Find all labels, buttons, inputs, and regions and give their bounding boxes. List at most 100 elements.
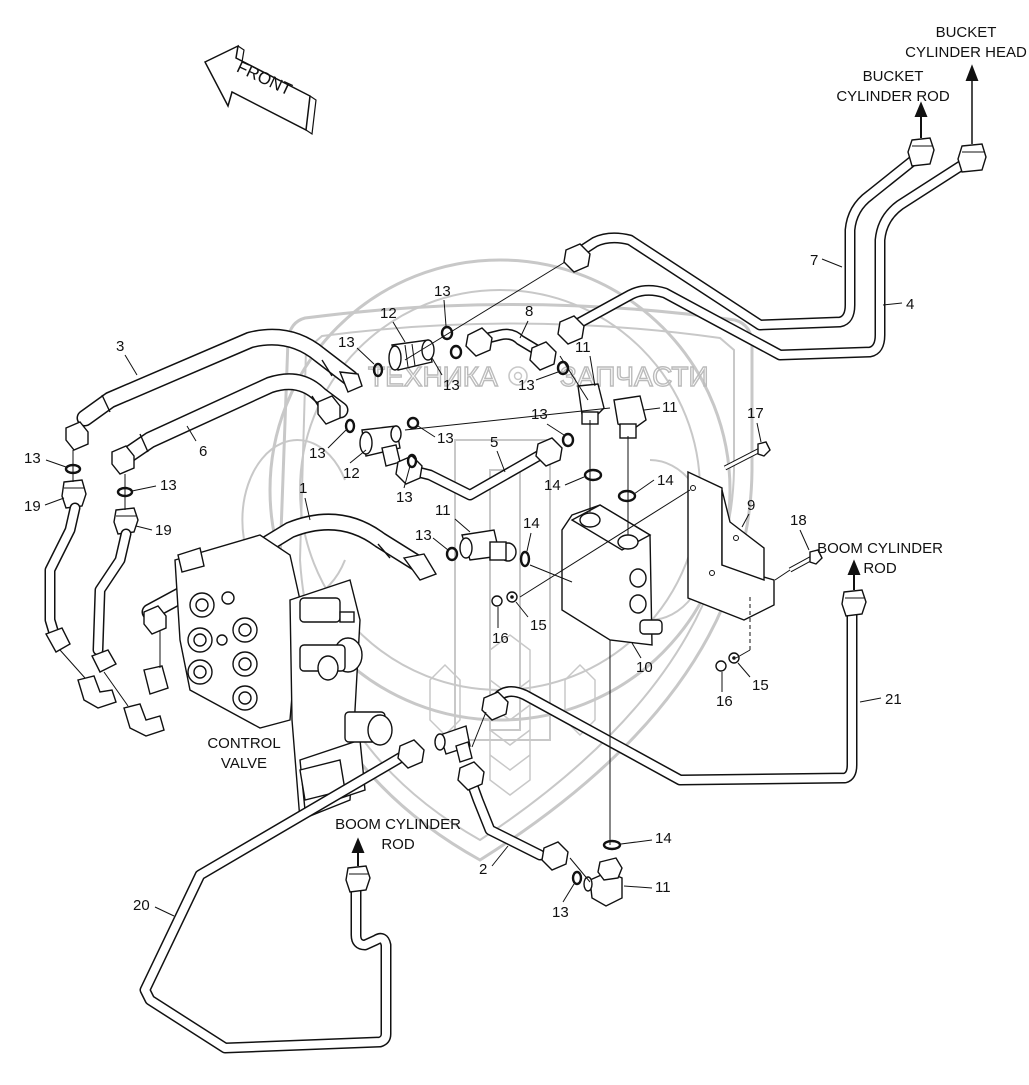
fitting-bucket-rod	[907, 137, 935, 167]
svg-text:BUCKET: BUCKET	[936, 24, 997, 41]
part-label-5: 5	[490, 434, 498, 451]
part-label-11: 11	[662, 399, 678, 416]
part-label-18: 18	[790, 512, 807, 529]
part-label-13: 13	[160, 477, 177, 494]
hose-end-fitting	[111, 445, 135, 475]
svg-text:ROD: ROD	[381, 836, 415, 853]
part-label-12: 12	[380, 305, 397, 322]
svg-text:BOOM CYLINDER: BOOM CYLINDER	[335, 816, 461, 833]
part-label-7: 7	[810, 252, 818, 269]
bracket-9	[687, 470, 775, 621]
tube-4	[564, 154, 976, 361]
part-label-6: 6	[199, 443, 207, 460]
tube-8	[465, 327, 557, 371]
hose-elbow	[338, 371, 363, 393]
part-label-13: 13	[415, 527, 432, 544]
part-label-2: 2	[479, 861, 487, 878]
part-label-14: 14	[657, 472, 674, 489]
part-label-20: 20	[133, 897, 150, 914]
part-label-13: 13	[309, 445, 326, 462]
assembly-lines	[72, 261, 791, 883]
adapter-19-right	[113, 507, 139, 535]
part-label-17: 17	[747, 405, 764, 422]
hose-6	[119, 373, 349, 464]
part-label-11: 11	[575, 339, 591, 356]
adapter-19-left	[61, 479, 87, 509]
tube-2	[457, 761, 569, 871]
part-label-13: 13	[531, 406, 548, 423]
callout-control-valve: CONTROL VALVE	[207, 735, 280, 772]
part-label-12: 12	[343, 465, 360, 482]
bolt-18	[788, 549, 823, 573]
callout-bucket-cylinder-head: BUCKET CYLINDER HEAD	[905, 24, 1027, 61]
arrow-up-icon	[847, 559, 861, 575]
svg-text:CONTROL: CONTROL	[207, 735, 280, 752]
part-label-13: 13	[552, 904, 569, 921]
hose-end-fitting	[65, 421, 89, 451]
hose-1	[141, 513, 438, 635]
part-label-21: 21	[885, 691, 902, 708]
part-label-13: 13	[518, 377, 535, 394]
gear-icon	[508, 366, 528, 386]
tube-7	[569, 149, 926, 331]
elbow-fitting	[123, 703, 165, 737]
elbow-fitting-11-c	[459, 529, 517, 562]
elbow-fitting	[77, 675, 117, 709]
valve-block-10	[561, 504, 663, 646]
callout-boom-cylinder-rod-right: BOOM CYLINDER ROD	[817, 540, 943, 577]
part-label-4: 4	[906, 296, 914, 313]
control-valve	[174, 534, 393, 822]
part-label-9: 9	[747, 497, 755, 514]
arrow-up-icon	[914, 101, 928, 117]
tube-nut	[557, 315, 585, 345]
nut-16	[491, 595, 503, 607]
elbow-fitting	[143, 665, 169, 695]
part-label-11: 11	[655, 879, 671, 896]
left-tube-a	[44, 502, 81, 653]
part-label-15: 15	[752, 677, 769, 694]
svg-text:VALVE: VALVE	[221, 755, 267, 772]
part-label-11: 11	[435, 502, 451, 519]
tube-20	[139, 739, 425, 1054]
watermark-left-text: ТЕХНИКА	[368, 361, 498, 392]
hose-3	[76, 328, 359, 427]
svg-text:CYLINDER ROD: CYLINDER ROD	[836, 88, 950, 105]
svg-text:BOOM CYLINDER: BOOM CYLINDER	[817, 540, 943, 557]
part-label-19: 19	[24, 498, 41, 515]
tee-fitting-12-upper	[388, 339, 435, 371]
part-label-14: 14	[544, 477, 561, 494]
elbow-fitting-11-b	[613, 395, 647, 439]
callout-bucket-cylinder-rod: BUCKET CYLINDER ROD	[836, 68, 950, 105]
tee-fitting-12-lower	[359, 425, 402, 467]
part-label-13: 13	[396, 489, 413, 506]
front-arrow-icon: FRONT	[203, 44, 317, 136]
svg-text:CYLINDER HEAD: CYLINDER HEAD	[905, 44, 1027, 61]
part-labels: 1 2 3 4 5 6 7 8 9 10 11 11 11 11	[24, 252, 914, 921]
arrow-up-icon	[965, 64, 979, 81]
part-label-13: 13	[443, 377, 460, 394]
tube-5	[395, 437, 563, 501]
hose-end-fitting	[317, 395, 341, 425]
svg-text:BUCKET: BUCKET	[863, 68, 924, 85]
part-label-19: 19	[155, 522, 172, 539]
part-label-1: 1	[299, 480, 307, 497]
part-label-15: 15	[530, 617, 547, 634]
part-label-13: 13	[338, 334, 355, 351]
fitting-bucket-head	[957, 143, 987, 173]
part-label-14: 14	[523, 515, 540, 532]
part-label-13: 13	[437, 430, 454, 447]
callout-boom-cylinder-rod-bottom: BOOM CYLINDER ROD	[335, 816, 461, 853]
part-label-13: 13	[434, 283, 451, 300]
part-label-13: 13	[24, 450, 41, 467]
part-label-8: 8	[525, 303, 533, 320]
bolt-17	[723, 441, 771, 471]
tube-nut	[563, 243, 591, 273]
tube-21	[481, 589, 867, 786]
part-label-14: 14	[655, 830, 672, 847]
elbow-fitting-11-d	[583, 857, 623, 907]
nut-16	[715, 660, 727, 672]
tee-fitting-lower	[434, 725, 473, 763]
svg-text:ROD: ROD	[863, 560, 897, 577]
part-label-10: 10	[636, 659, 653, 676]
